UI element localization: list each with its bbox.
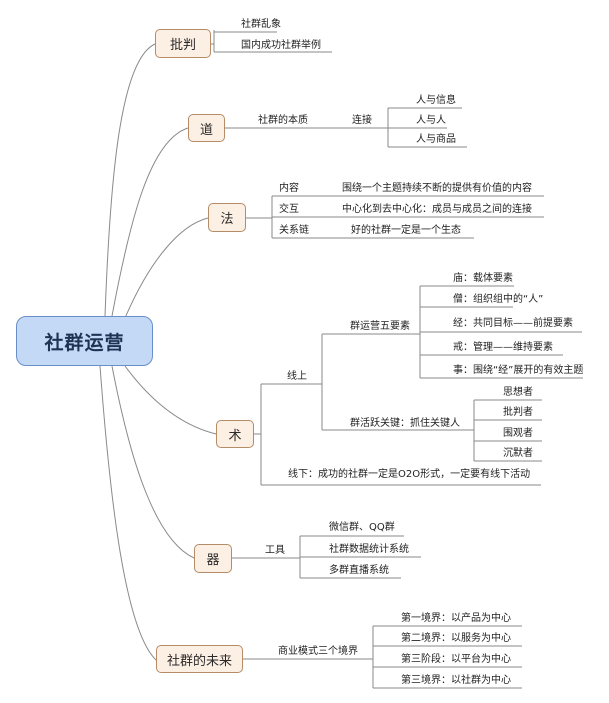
branch-qi[interactable]: 器 [194, 544, 232, 573]
fa-value-2: 中心化到去中心化：成员与成员之间的连接 [342, 204, 532, 215]
branch-fa[interactable]: 法 [208, 203, 246, 232]
dao-item-1: 人与信息 [416, 95, 456, 106]
shu-five-2: 僧：组织组中的“人” [453, 294, 544, 305]
branch-dao[interactable]: 道 [188, 114, 225, 142]
fa-value-1: 围绕一个主题持续不断的提供有价值的内容 [342, 183, 532, 194]
shu-five-4: 戒：管理——维持要素 [453, 342, 553, 353]
qi-item-1: 微信群、QQ群 [329, 522, 395, 533]
future-item-2: 第二境界：以服务为中心 [401, 633, 511, 644]
future-sub: 商业模式三个境界 [278, 646, 358, 657]
connector-root-pipan [104, 43, 156, 317]
dao-sub2: 连接 [352, 115, 372, 126]
connector-root-shu [124, 365, 217, 435]
future-item-3: 第三阶段：以平台为中心 [401, 654, 511, 665]
fa-key-1: 内容 [279, 183, 299, 194]
shu-online: 线上 [287, 371, 307, 382]
future-item-4: 第三境界：以社群为中心 [401, 675, 511, 686]
branch-pipan[interactable]: 批判 [155, 29, 211, 58]
qi-item-2: 社群数据统计系统 [329, 544, 409, 555]
connector-root-fa [124, 217, 209, 319]
connector-root-dao [111, 127, 189, 317]
shu-five-5: 事：围绕“经”展开的有效主题 [453, 365, 584, 376]
fa-key-2: 交互 [279, 204, 299, 215]
qi-item-3: 多群直播系统 [329, 565, 389, 576]
dao-item-2: 人与人 [416, 115, 446, 126]
shu-five-3: 经：共同目标——前提要素 [453, 318, 573, 329]
connector-root-future [99, 365, 157, 661]
shu-active-2: 批判者 [503, 407, 533, 418]
shu-active-title: 群活跃关键：抓住关键人 [350, 418, 460, 429]
fa-key-3: 关系链 [279, 225, 309, 236]
dao-item-3: 人与商品 [416, 134, 456, 145]
connector-root-qi [111, 365, 195, 559]
pipan-item-1: 社群乱象 [241, 19, 281, 30]
shu-offline: 线下：成功的社群一定是O2O形式，一定要有线下活动 [288, 469, 531, 480]
branch-shu[interactable]: 术 [216, 420, 254, 448]
shu-active-3: 围观者 [503, 428, 533, 439]
shu-five-title: 群运营五要素 [350, 321, 410, 332]
dao-sub: 社群的本质 [258, 115, 308, 126]
shu-five-1: 庙：载体要素 [453, 273, 513, 284]
qi-sub: 工具 [265, 545, 285, 556]
pipan-item-2: 国内成功社群举例 [241, 40, 321, 51]
future-item-1: 第一境界：以产品为中心 [401, 613, 511, 624]
shu-active-1: 思想者 [503, 387, 533, 398]
shu-active-4: 沉默者 [503, 448, 533, 459]
fa-value-3: 好的社群一定是一个生态 [351, 225, 461, 236]
root-node[interactable]: 社群运营 [16, 316, 153, 366]
branch-future[interactable]: 社群的未来 [156, 645, 243, 673]
